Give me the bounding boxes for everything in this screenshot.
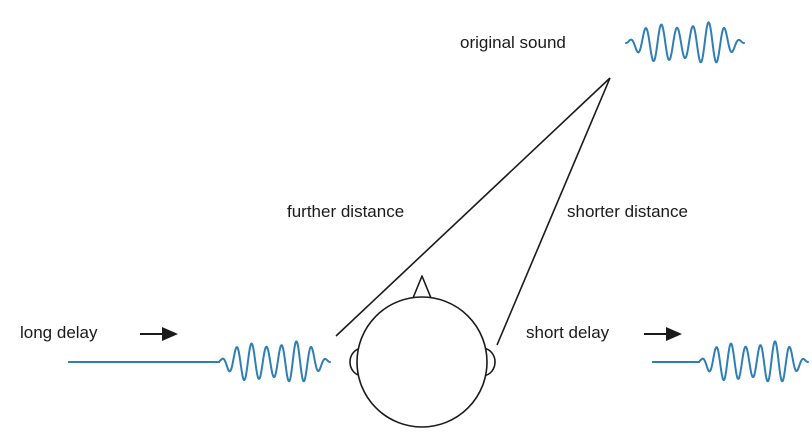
shorter-distance-label: shorter distance (567, 202, 688, 221)
further-distance-label: further distance (287, 202, 405, 221)
head-circle (356, 296, 488, 428)
short-delay-label: short delay (526, 323, 610, 342)
short-delay-waveform (697, 340, 809, 383)
long-delay-arrow-icon (140, 327, 178, 341)
short-delay-arrow-icon (644, 327, 682, 341)
nose-icon (412, 275, 432, 299)
long-delay-waveform (217, 340, 331, 383)
head-icon (349, 275, 496, 428)
long-delay-label: long delay (20, 323, 98, 342)
shorter-distance-line (496, 77, 611, 346)
further-distance-line (335, 77, 611, 337)
original-sound-label: original sound (460, 33, 566, 52)
original-sound-waveform (625, 21, 745, 64)
